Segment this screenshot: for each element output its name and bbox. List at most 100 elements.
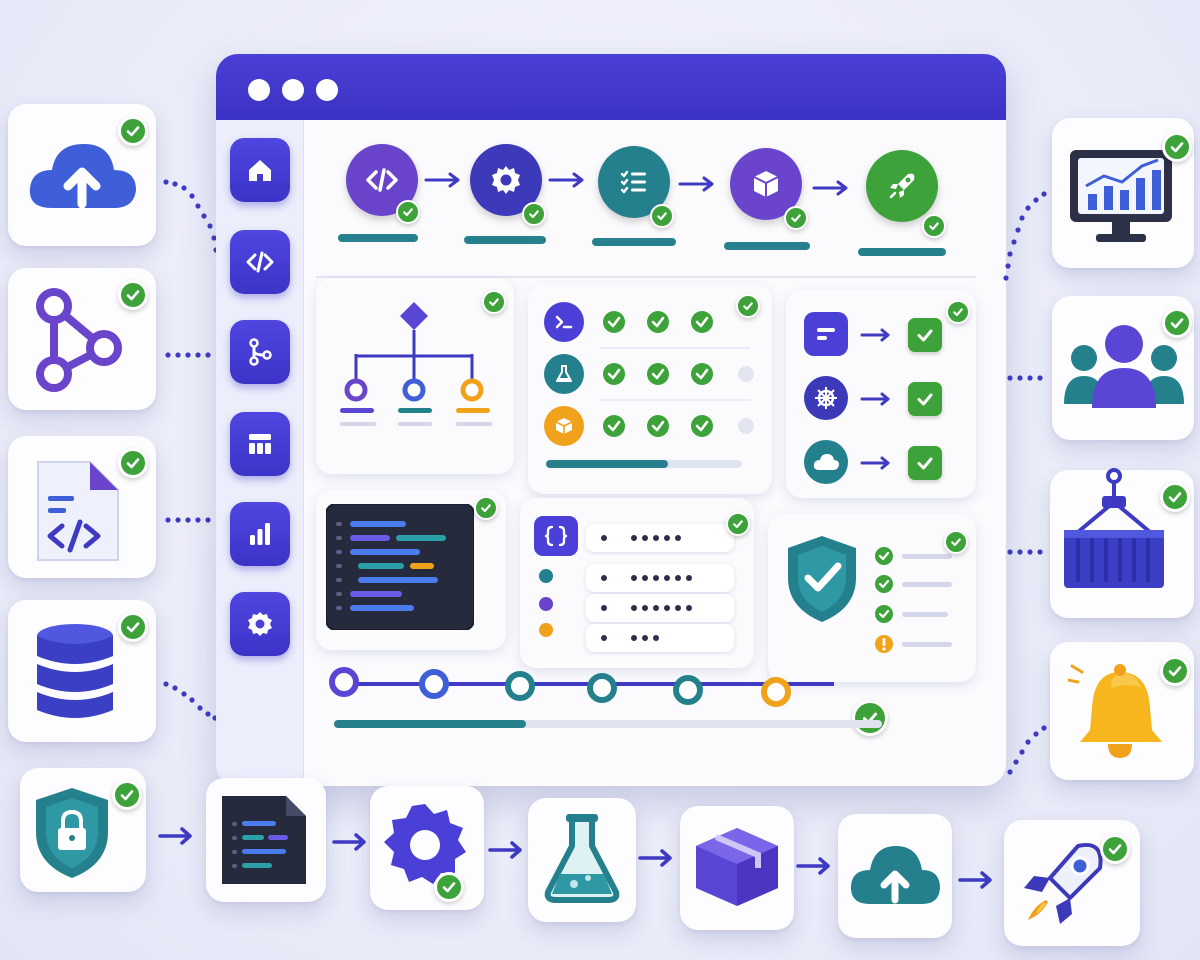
deploy-targets-panel[interactable] [786, 290, 976, 498]
git-graph-card[interactable] [8, 268, 156, 410]
success-check-icon [118, 116, 148, 146]
success-check-icon [434, 872, 464, 902]
deployment-timeline [329, 667, 834, 707]
secret-field[interactable] [586, 624, 734, 652]
sidebar-item-dashboard[interactable] [230, 412, 290, 476]
flask-icon [544, 814, 620, 903]
masked-values [539, 535, 692, 641]
success-check-icon [482, 290, 506, 314]
rocket-icon [1024, 843, 1103, 924]
secret-field[interactable] [586, 524, 734, 552]
deploy-success-check-icon [908, 318, 942, 352]
code-file-icon [37, 461, 119, 561]
config-panel[interactable] [520, 498, 754, 668]
cloud-upload-icon [850, 846, 940, 904]
flow-step-security[interactable] [20, 768, 146, 892]
arrow-right-icon [796, 857, 830, 875]
success-check-icon [784, 206, 808, 230]
success-check-icon [118, 612, 148, 642]
stage-progress-bar [464, 236, 546, 244]
notifications-card[interactable] [1050, 642, 1194, 780]
success-check-icon [112, 780, 142, 810]
flask-icon [544, 354, 584, 394]
secret-field[interactable] [586, 594, 734, 622]
security-checks-list [875, 547, 952, 653]
success-check-icon [522, 202, 546, 226]
dashboard-icon [249, 434, 271, 454]
secret-field[interactable] [586, 564, 734, 592]
settings-icon [248, 612, 272, 636]
rocket-icon [889, 173, 915, 199]
cloud-icon [804, 440, 848, 484]
timeline-success-check-icon [852, 700, 888, 736]
success-check-icon [922, 214, 946, 238]
gear-icon [384, 804, 466, 884]
stage-progress-bar [724, 242, 810, 250]
cloud-upload-card[interactable] [8, 104, 156, 246]
flow-step-upload[interactable] [838, 814, 952, 938]
team-card[interactable] [1052, 296, 1194, 440]
sidebar [216, 120, 304, 786]
arrow-right-icon [860, 328, 890, 342]
code-icon [246, 251, 274, 273]
sidebar-item-code[interactable] [230, 230, 290, 294]
flow-step-build[interactable] [370, 786, 484, 910]
stage-progress-bar [592, 238, 676, 246]
success-check-icon [1100, 834, 1130, 864]
branch-icon [249, 338, 272, 366]
arrow-right-icon [158, 827, 192, 845]
stage-package[interactable] [730, 148, 802, 220]
window-minimize-button[interactable] [282, 79, 304, 101]
success-check-icon [1160, 656, 1190, 686]
divider [316, 276, 976, 278]
monitoring-card[interactable] [1052, 118, 1194, 268]
deploy-success-check-icon [908, 382, 942, 416]
branch-tree-panel[interactable] [316, 278, 514, 474]
flow-step-code[interactable] [206, 778, 326, 902]
container-icon [1064, 468, 1164, 588]
package-icon [544, 406, 584, 446]
timeline-progress-fill [334, 720, 526, 728]
code-file-card[interactable] [8, 436, 156, 578]
kubernetes-icon [804, 376, 848, 420]
job-status-grid [600, 311, 754, 437]
connector-dots [1003, 191, 1047, 775]
arrow-right-icon [548, 172, 584, 188]
container-card[interactable] [1050, 468, 1194, 618]
analytics-icon [250, 523, 270, 545]
deploy-success-check-icon [908, 446, 942, 480]
sidebar-item-analytics[interactable] [230, 502, 290, 566]
success-check-icon [726, 512, 750, 536]
success-check-icon [474, 496, 498, 520]
connector-dots [163, 179, 219, 721]
success-check-icon [118, 280, 148, 310]
success-check-icon [1162, 132, 1192, 162]
stage-deploy[interactable] [866, 150, 938, 222]
flow-step-deploy[interactable] [1004, 820, 1140, 946]
shield-lock-icon [36, 788, 108, 878]
sidebar-item-home[interactable] [230, 138, 290, 202]
database-card[interactable] [8, 600, 156, 742]
window-maximize-button[interactable] [316, 79, 338, 101]
job-matrix-panel[interactable] [528, 284, 772, 494]
sidebar-item-settings[interactable] [230, 592, 290, 656]
arrow-right-icon [860, 392, 890, 406]
code-editor-panel[interactable] [316, 490, 506, 650]
bell-icon [1068, 664, 1162, 758]
code-icon [366, 168, 398, 192]
security-panel[interactable] [768, 514, 976, 682]
success-check-icon [118, 448, 148, 478]
code-file-icon [222, 796, 306, 884]
stage-progress-bar [338, 234, 418, 242]
monitor-chart-icon [1070, 150, 1172, 242]
arrow-right-icon [958, 871, 992, 889]
flow-step-test[interactable] [528, 798, 636, 922]
sidebar-item-branches[interactable] [230, 320, 290, 384]
git-branch-tree-icon [340, 302, 492, 426]
server-icon [804, 312, 848, 356]
window-titlebar [216, 54, 1006, 120]
gear-icon [492, 166, 520, 194]
window-close-button[interactable] [248, 79, 270, 101]
flow-step-package[interactable] [680, 806, 794, 930]
success-check-icon [944, 530, 968, 554]
